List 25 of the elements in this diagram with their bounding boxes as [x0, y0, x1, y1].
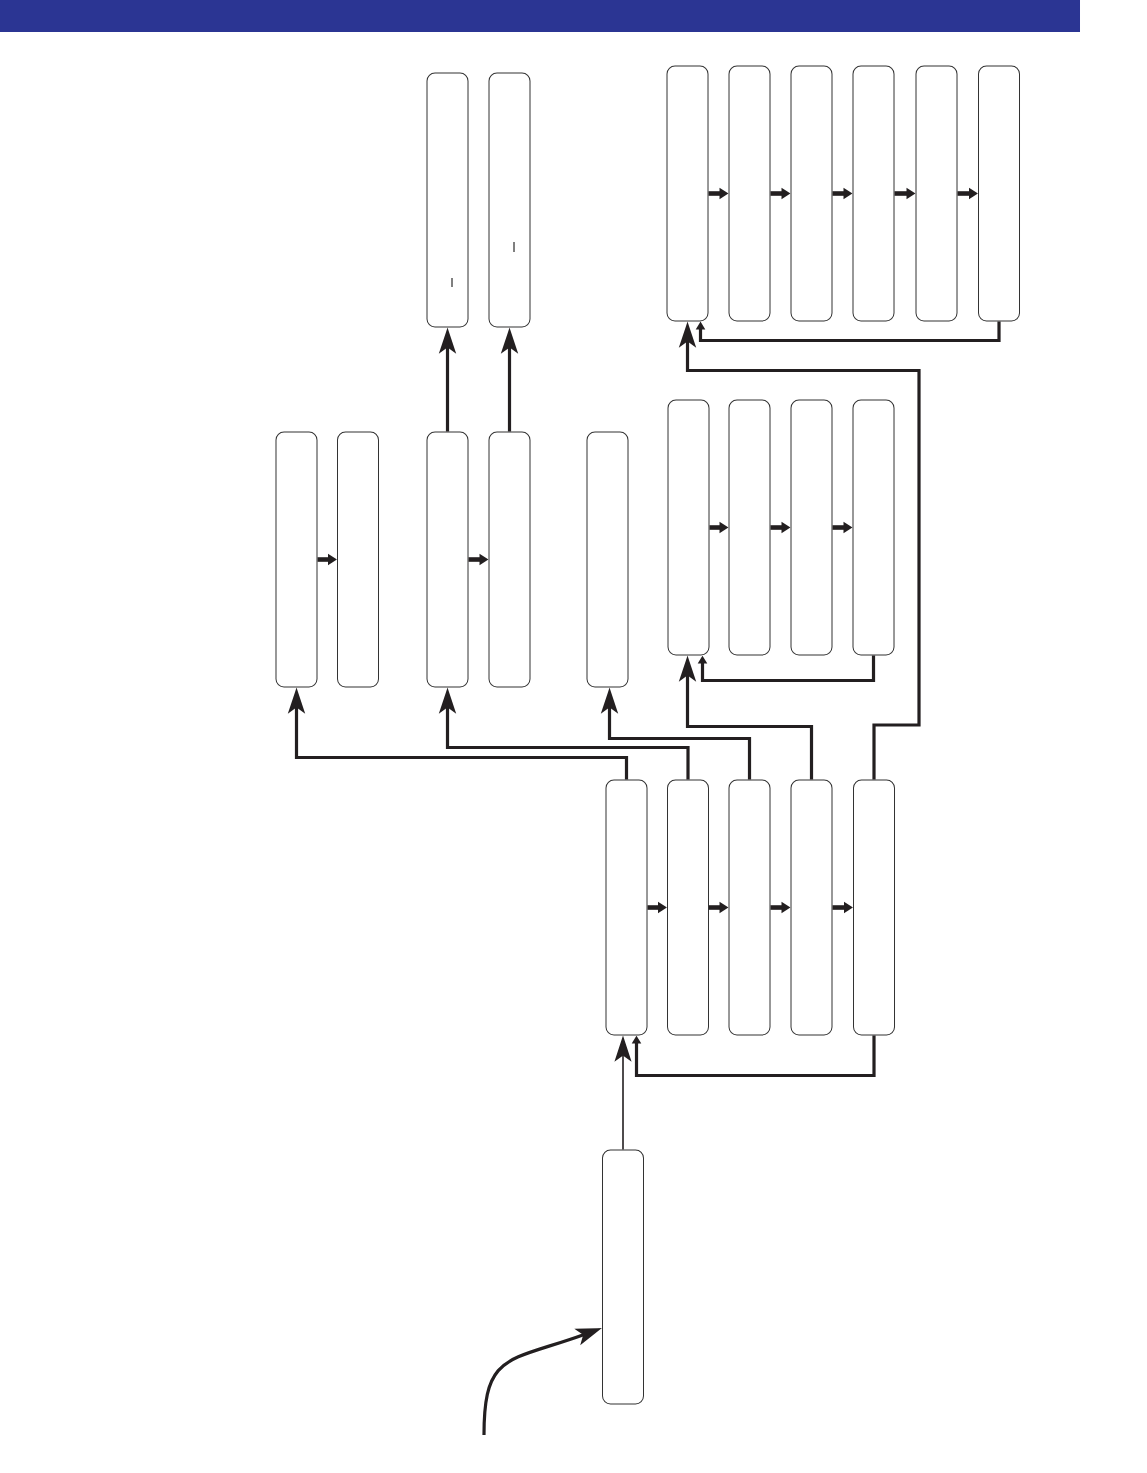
rounded-box — [602, 1149, 644, 1405]
rounded-box — [790, 779, 833, 1036]
rounded-box — [728, 399, 771, 656]
rounded-box — [853, 779, 895, 1036]
arrow — [697, 655, 876, 683]
rounded-box — [728, 65, 771, 322]
rounded-box — [852, 399, 895, 656]
rounded-box — [667, 399, 710, 656]
rounded-box — [488, 72, 531, 328]
rounded-box — [605, 779, 648, 1036]
rounded-box — [915, 65, 958, 322]
rounded-box — [728, 779, 771, 1036]
rounded-box — [337, 431, 379, 688]
rounded-box — [488, 431, 531, 688]
rounded-box — [275, 431, 318, 688]
rounded-box — [978, 65, 1020, 322]
rounded-box — [852, 65, 895, 322]
rounded-box — [790, 65, 833, 322]
rounded-box — [667, 779, 709, 1036]
rounded-box — [586, 431, 629, 688]
rounded-box — [426, 431, 469, 688]
rounded-box — [666, 65, 709, 322]
rounded-box — [426, 72, 469, 328]
rounded-box — [790, 399, 833, 656]
arrow — [631, 1035, 876, 1078]
